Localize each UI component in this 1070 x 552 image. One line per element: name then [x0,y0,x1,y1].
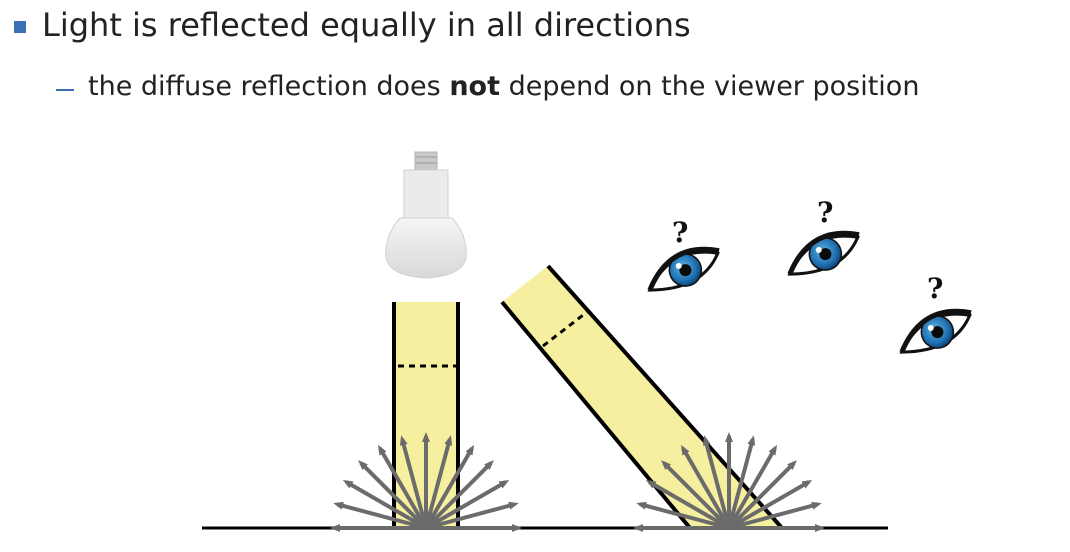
reflected-ray-arrow [424,435,453,529]
reflected-ray-arrow [378,444,428,529]
reflected-ray-arrow [727,460,797,530]
reflected-ray-arrow [636,501,730,530]
reflected-ray-arrow [727,435,756,529]
reflected-ray-arrow [425,501,519,530]
reflected-ray-arrow [681,444,731,529]
eye-icon [787,230,860,276]
sub-bullet-text-after: depend on the viewer position [500,71,920,102]
reflection-rays-left [330,432,522,532]
bullet-marker [14,21,26,33]
question-mark: ? [927,272,943,305]
reflected-ray-arrow [333,501,427,530]
reflected-ray-arrow [425,480,510,530]
question-mark: ? [672,216,688,249]
sub-bullet-dash [56,89,74,91]
reflected-ray-arrow [342,480,427,530]
light-bulb-icon [385,151,467,279]
reflected-ray-arrow [358,460,428,530]
reflected-ray-arrow [399,435,428,529]
reflection-rays-right [633,432,825,532]
reflected-ray-arrow [661,460,731,530]
sub-bullet-text-bold: not [449,71,500,102]
reflected-ray-arrow [702,435,731,529]
bullet-text: Light is reflected equally in all direct… [42,6,691,44]
reflected-ray-arrow [424,444,474,529]
reflected-ray-arrow [727,444,777,529]
reflected-ray-arrow [728,501,822,530]
eye-icon [899,308,972,354]
sub-bullet-text-before: the diffuse reflection does [88,71,450,102]
reflected-ray-arrow [728,480,813,530]
eye-icon [647,246,720,292]
reflected-ray-arrow [424,460,494,530]
question-mark: ? [817,196,833,229]
sub-bullet-text: the diffuse reflection does not depend o… [88,71,919,102]
reflected-ray-arrow [645,480,730,530]
